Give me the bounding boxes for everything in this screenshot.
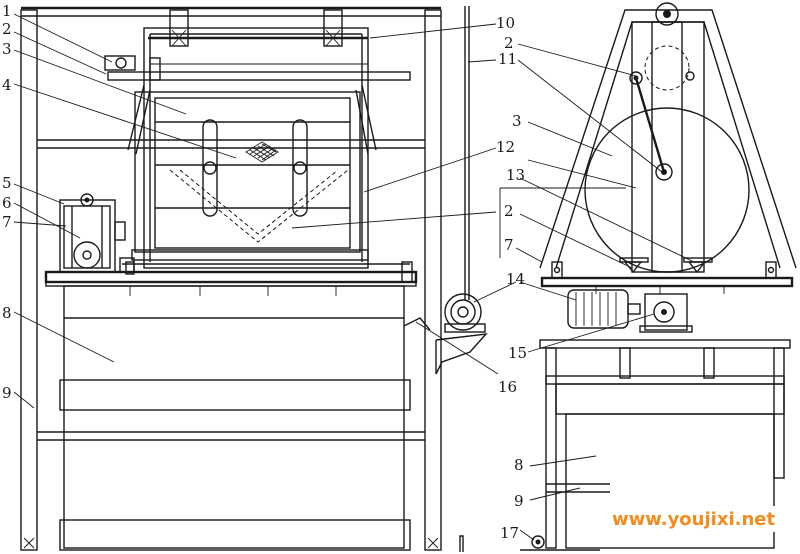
reducer-icon	[639, 293, 693, 333]
side-tank	[565, 413, 775, 549]
left-post	[20, 9, 38, 551]
label-5: 5	[2, 174, 12, 192]
drum-side-circle	[584, 107, 750, 273]
tank-lid	[44, 270, 418, 284]
label-7-a: 7	[2, 213, 12, 231]
drum-body	[134, 91, 361, 253]
label-6: 6	[2, 194, 12, 212]
motor-icon	[567, 289, 641, 329]
label-9-b: 9	[514, 492, 524, 510]
tank-body	[63, 285, 405, 549]
label-2-b: 2	[504, 34, 514, 52]
label-3-a: 3	[2, 40, 12, 58]
label-2-c: 2	[504, 202, 514, 220]
part-labels: 1 2 3 4 5 6 7 8 9 10 2 11 3 12 13 2 7 14…	[2, 2, 527, 542]
pump-icon	[444, 293, 486, 333]
label-8-b: 8	[514, 456, 524, 474]
label-15: 15	[508, 344, 527, 362]
drum-frame	[143, 27, 369, 269]
hopper-outline	[169, 169, 349, 243]
label-8-a: 8	[2, 304, 12, 322]
label-13: 13	[506, 166, 525, 184]
label-10: 10	[496, 14, 515, 32]
label-3-b: 3	[512, 112, 522, 130]
label-1: 1	[2, 2, 12, 20]
label-11: 11	[498, 50, 517, 68]
label-14: 14	[506, 270, 525, 288]
side-tank-rim	[555, 383, 785, 415]
watermark: www.youjixi.net	[612, 509, 775, 530]
leader-lines	[13, 13, 695, 541]
support-beam	[107, 71, 411, 81]
label-16: 16	[498, 378, 517, 396]
label-2-a: 2	[2, 20, 12, 38]
right-post	[424, 9, 442, 551]
front-view	[20, 6, 488, 552]
label-4: 4	[2, 76, 12, 94]
side-platform	[540, 276, 794, 288]
label-17: 17	[500, 524, 519, 542]
mesh-icon	[245, 141, 279, 163]
label-7-b: 7	[504, 236, 514, 254]
a-frame	[539, 9, 797, 269]
motor-gearbox	[59, 193, 135, 273]
label-12: 12	[496, 138, 515, 156]
side-view	[520, 2, 797, 551]
label-9-a: 9	[2, 384, 12, 402]
